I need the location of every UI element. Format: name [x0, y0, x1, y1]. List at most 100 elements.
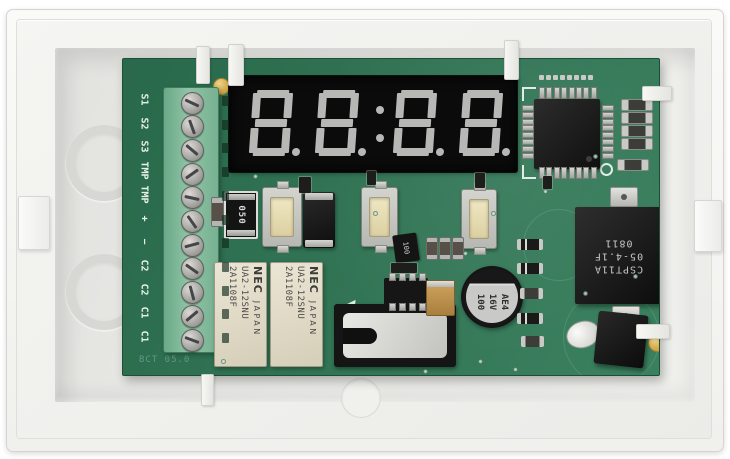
relay-origin: JAPAN: [307, 300, 317, 337]
solder-pad: [222, 190, 229, 201]
button-actuator: [469, 199, 489, 239]
display-digit: [314, 90, 367, 156]
screw-slot: [184, 168, 200, 180]
capacitor-top: AE4 16V 100: [466, 271, 518, 323]
ic-pin: [602, 145, 614, 152]
smd-diode: [517, 239, 543, 250]
pcb-clip: [196, 46, 210, 84]
ic-body: [534, 99, 600, 169]
mounting-tab-right: [694, 200, 722, 252]
screw-slot: [184, 241, 200, 249]
segment-d: [318, 148, 352, 156]
segment-g: [254, 119, 288, 127]
silkscreen-ring: [600, 163, 613, 176]
segment-b: [427, 93, 438, 118]
ic-pin: [590, 87, 597, 99]
screw-slot: [185, 144, 199, 157]
decimal-point: [435, 148, 445, 156]
terminal-screw: [180, 162, 204, 186]
solder-pad: [581, 75, 586, 80]
terminal-screw: [180, 210, 204, 233]
smd-component: [543, 176, 552, 189]
ic-pin: [602, 125, 614, 132]
via: [221, 359, 226, 364]
seven-segment-display: [229, 76, 517, 172]
ic-pin: [602, 152, 614, 159]
ic-pin: [522, 125, 534, 132]
via: [543, 189, 548, 194]
solder-pad: [222, 285, 229, 296]
ic-pin: [561, 87, 568, 99]
clip-slot: [343, 327, 377, 344]
smd-resistor: [617, 159, 649, 171]
relay-part-number: 2A1108F: [282, 265, 293, 307]
solder-pad: [539, 75, 544, 80]
via: [593, 154, 598, 159]
screw-slot: [184, 194, 200, 201]
soic-pin: [399, 273, 406, 281]
ic-pin: [602, 132, 614, 139]
capacitor-line: AE4: [499, 294, 509, 311]
segment-f: [395, 93, 406, 118]
inductor-component: [303, 192, 335, 248]
soic-pin: [389, 303, 396, 311]
decimal-point: [291, 148, 301, 156]
relay-model: UA2-12SNU: [294, 265, 305, 319]
soic-pin: [399, 303, 406, 311]
relay-text: NEC JAPAN UA2-12SNU 2A1108F: [274, 266, 320, 364]
smd-transistor: 100: [392, 232, 420, 264]
terminal-screw: [180, 186, 204, 210]
smd-component: [299, 177, 311, 193]
ic-pin: [568, 167, 575, 179]
smd-component: [475, 173, 485, 188]
segment-b: [493, 93, 504, 118]
segment-b: [349, 93, 360, 118]
segment-d: [396, 148, 430, 156]
terminal-label: C1: [138, 330, 150, 343]
pcb-clip: [636, 324, 670, 339]
segment-f: [251, 93, 262, 118]
terminal-screw: [180, 304, 204, 328]
smd-resistor: [521, 336, 544, 347]
ic-pin: [522, 132, 534, 139]
terminal-screw: [180, 328, 204, 352]
via: [583, 291, 588, 296]
smd-resistor: [621, 112, 653, 124]
soic-pin: [409, 303, 416, 311]
transformer-line: CSPT11A: [593, 263, 644, 274]
ic-pin: [602, 118, 614, 125]
push-button-3: [461, 183, 497, 255]
transformer-line: 05-4.1F: [593, 250, 644, 261]
display-digit: [458, 90, 511, 156]
via: [491, 211, 496, 216]
screw-slot: [186, 214, 198, 229]
transistor-marking: 100: [401, 241, 411, 255]
soic-pin: [419, 303, 426, 311]
soic-pin: [389, 273, 396, 281]
relay-origin: JAPAN: [251, 300, 261, 337]
ic-pin: [576, 167, 582, 179]
solder-pad: [222, 261, 229, 272]
screw-slot: [184, 98, 200, 108]
screw-slot: [188, 284, 196, 301]
solder-pad: [588, 75, 593, 80]
decimal-point: [357, 148, 367, 156]
capacitor-line: 16V: [487, 294, 497, 311]
segment-g: [398, 119, 432, 127]
ic-pin: [522, 118, 534, 125]
colon-dot: [376, 134, 384, 142]
smd-diode-050: 050: [224, 191, 258, 239]
capacitor-text: AE4 16V 100: [474, 294, 510, 310]
relay-brand: NEC: [306, 265, 320, 294]
ic-pin: [522, 145, 534, 152]
pcb-clip: [642, 86, 672, 101]
screw-slot: [184, 336, 200, 344]
decimal-point: [501, 148, 511, 156]
smd-resistor: [426, 237, 438, 260]
terminal-screw: [180, 91, 204, 115]
solder-pad: [567, 75, 572, 80]
smd-diode: [517, 263, 543, 274]
segment-f: [317, 93, 328, 118]
